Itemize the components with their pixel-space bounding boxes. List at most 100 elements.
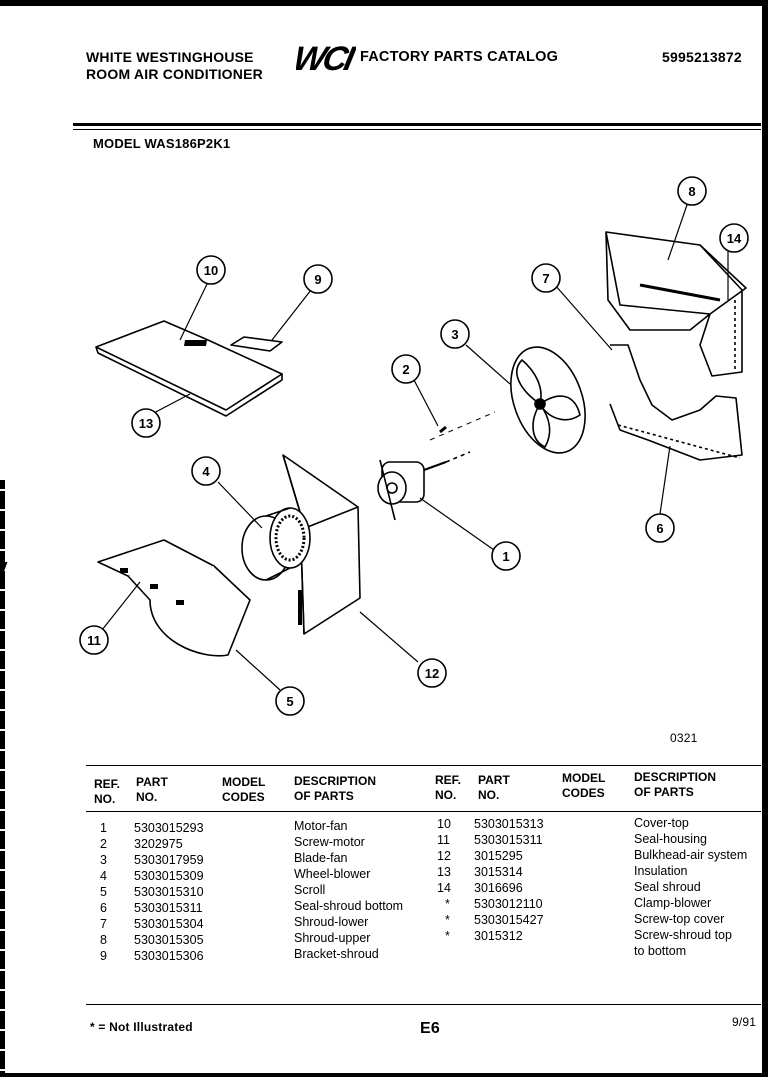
table-cell: Screw-top cover xyxy=(634,912,725,926)
table-cell: 13 xyxy=(437,865,451,879)
table-cell: Blade-fan xyxy=(294,851,348,865)
table-cell: 5303015311 xyxy=(474,833,543,847)
table-cell: 8 xyxy=(100,933,107,947)
callout-11: 11 xyxy=(79,625,109,655)
svg-text:8: 8 xyxy=(688,184,695,199)
table-cell: 3015314 xyxy=(474,865,523,879)
callout-3: 3 xyxy=(440,319,470,349)
hdr-ref-left: REF.NO. xyxy=(94,777,121,806)
table-cell: Shroud-upper xyxy=(294,931,371,945)
table-cell: 5303017959 xyxy=(134,853,204,867)
shroud-bracket xyxy=(230,336,283,352)
fan-blade xyxy=(510,346,586,454)
table-cell: Cover-top xyxy=(634,816,689,830)
wci-logo: WCI xyxy=(296,40,356,76)
callout-7: 7 xyxy=(531,263,561,293)
table-cell: Bracket-shroud xyxy=(294,947,379,961)
scan-border-bottom xyxy=(0,1073,768,1077)
table-cell: Shroud-lower xyxy=(294,915,369,929)
blower-scroll xyxy=(0,539,251,657)
brand-block: WHITE WESTINGHOUSE ROOM AIR CONDITIONER xyxy=(86,49,263,83)
callouts: 10 9 13 2 3 7 8 14 4 1 6 11 5 12 xyxy=(79,176,749,716)
table-cell: 1 xyxy=(100,821,107,835)
svg-text:1: 1 xyxy=(502,549,509,564)
brand-line-2: ROOM AIR CONDITIONER xyxy=(86,66,263,82)
table-cell: 9 xyxy=(100,949,107,963)
lower-shroud xyxy=(609,344,743,461)
table-cell: 12 xyxy=(437,849,451,863)
blower-wheel xyxy=(241,507,311,581)
svg-text:4: 4 xyxy=(202,464,210,479)
table-cell: 5303015310 xyxy=(134,885,204,899)
fan-motor xyxy=(377,451,471,521)
table-cell: Bulkhead-air system xyxy=(634,848,748,862)
table-cell: 5303015311 xyxy=(134,901,203,915)
svg-text:2: 2 xyxy=(402,362,409,377)
callout-5a: 5 xyxy=(275,686,305,716)
callout-4: 4 xyxy=(191,456,221,486)
table-cell: * xyxy=(445,897,450,911)
svg-text:5: 5 xyxy=(286,694,293,709)
scan-border-left xyxy=(0,480,5,1077)
header-rule-thin xyxy=(73,129,761,130)
table-cell: * xyxy=(445,913,450,927)
table-cell: 10 xyxy=(437,817,451,831)
svg-text:7: 7 xyxy=(542,271,549,286)
table-cell: Screw-motor xyxy=(294,835,365,849)
hdr-ref-right: REF.NO. xyxy=(435,773,462,802)
right-ref-column: 10 11 12 13 14 * * * xyxy=(437,816,451,944)
table-cell: 5303015305 xyxy=(134,933,204,947)
table-cell: 5303015306 xyxy=(134,949,204,963)
table-cell: Wheel-blower xyxy=(294,867,371,881)
table-cell: 5 xyxy=(100,885,107,899)
callout-6: 6 xyxy=(645,513,675,543)
table-cell: * xyxy=(445,929,450,943)
motor-screw xyxy=(439,425,447,434)
callout-1: 1 xyxy=(491,541,521,571)
table-cell: Insulation xyxy=(634,864,688,878)
table-cell: 5303015309 xyxy=(134,869,204,883)
catalog-number: 5995213872 xyxy=(662,49,742,65)
callout-2: 2 xyxy=(391,354,421,384)
table-cell: 5303015427 xyxy=(474,913,544,927)
model-number: MODEL WAS186P2K1 xyxy=(93,136,231,151)
callout-12: 12 xyxy=(417,658,447,688)
table-cell: Seal-shroud bottom xyxy=(294,899,404,913)
scan-border-top xyxy=(0,0,768,6)
footnote: * = Not Illustrated xyxy=(90,1020,193,1034)
table-cell: 3 xyxy=(100,853,107,867)
table-cell: 7 xyxy=(100,917,107,931)
insulation-panel xyxy=(95,320,283,411)
table-cell: Scroll xyxy=(294,883,326,897)
table-cell: 3016696 xyxy=(474,881,523,895)
table-cell: 5303015293 xyxy=(134,821,204,835)
brand-line-1: WHITE WESTINGHOUSE xyxy=(86,49,254,65)
table-cell: Motor-fan xyxy=(294,819,348,833)
right-part-column: 5303015313 5303015311 3015295 3015314 30166… xyxy=(474,816,544,944)
table-rule-header xyxy=(86,811,761,812)
table-rule-top xyxy=(86,765,761,766)
table-cell: Screw-shroud top xyxy=(634,928,732,942)
table-cell: 14 xyxy=(437,881,451,895)
callout-10: 10 xyxy=(196,255,226,285)
table-cell: 11 xyxy=(437,833,450,847)
header-rule-thick xyxy=(73,123,761,126)
upper-shroud xyxy=(605,231,747,377)
table-cell: Seal shroud xyxy=(634,880,701,894)
svg-text:9: 9 xyxy=(314,272,321,287)
svg-text:14: 14 xyxy=(727,231,742,246)
table-cell: 3015295 xyxy=(474,849,523,863)
table-cell: 5303015313 xyxy=(474,817,544,831)
table-cell: Seal-housing xyxy=(634,832,707,846)
page-number: E6 xyxy=(420,1020,440,1037)
svg-text:12: 12 xyxy=(425,666,439,681)
table-cell: Clamp-blower xyxy=(634,896,712,910)
svg-text:11: 11 xyxy=(87,633,101,648)
